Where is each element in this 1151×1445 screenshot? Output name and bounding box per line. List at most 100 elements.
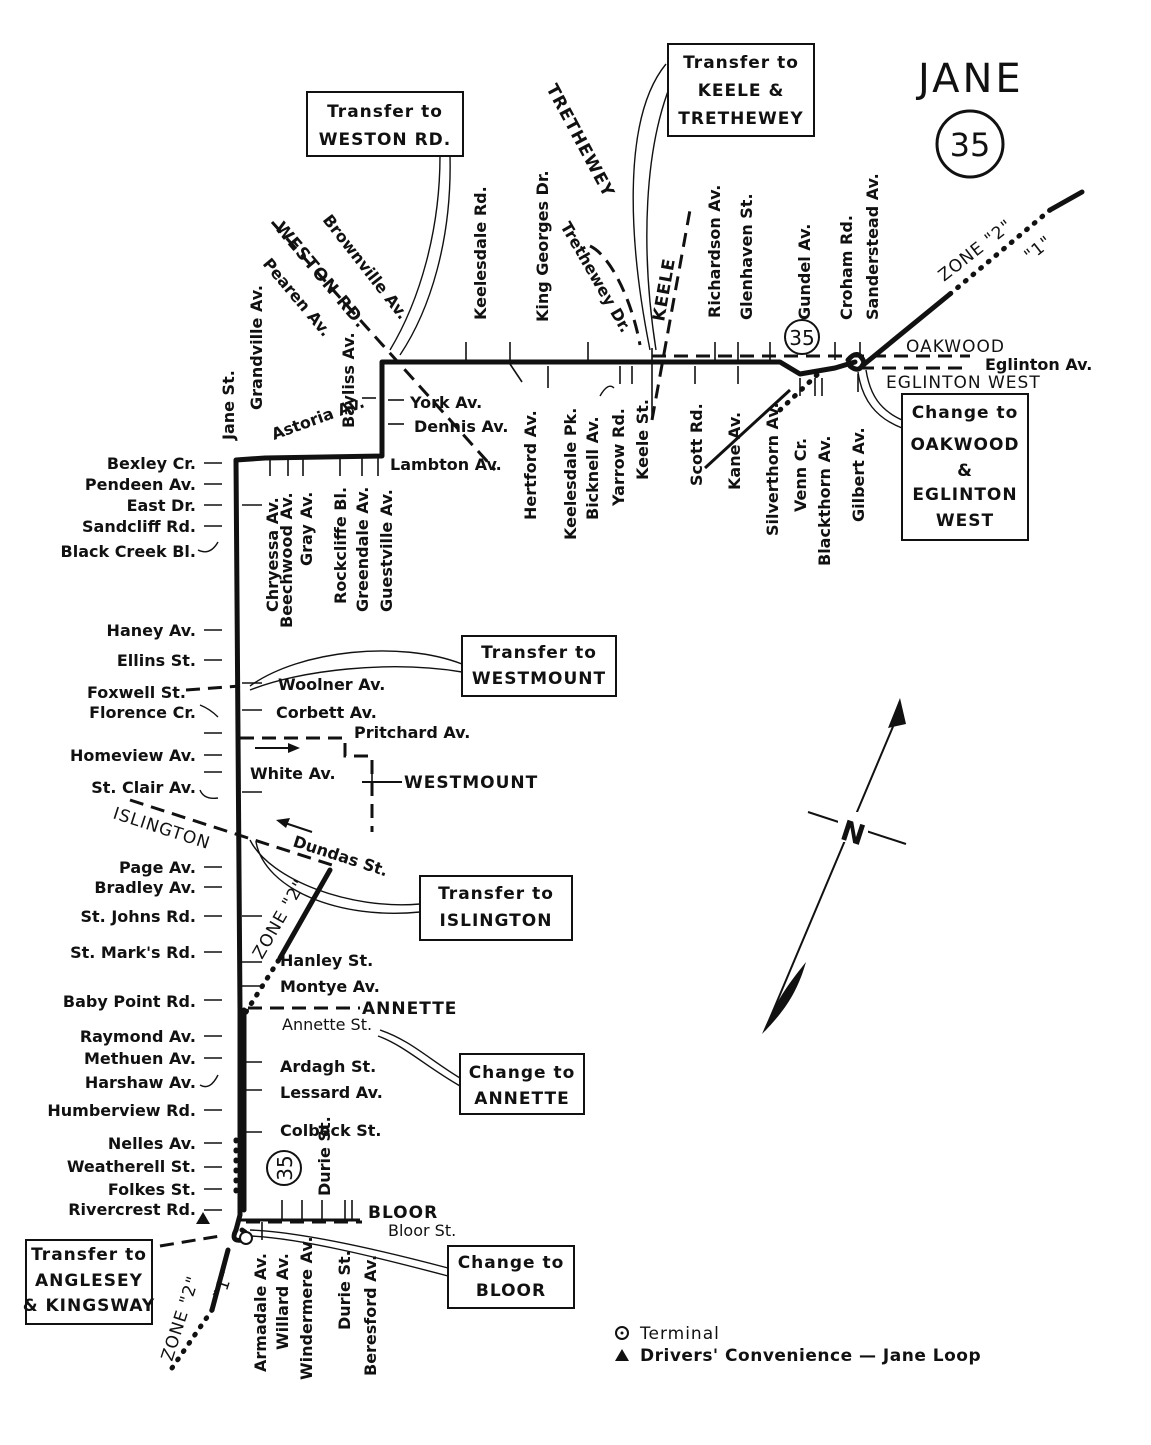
label-transfer-boxes-oakwood-2: &: [957, 461, 973, 481]
label-streets-top-10: Glenhaven St.: [737, 193, 756, 320]
legend-terminal: Terminal: [639, 1324, 720, 1344]
transfer-box-weston: Transfer to WESTON RD.: [306, 91, 464, 157]
label-streets-middle-0: York Av.: [409, 393, 482, 412]
label-streets-bottom-3: Windermere Av.: [297, 1236, 316, 1380]
drivers-convenience-icon: [196, 1212, 210, 1224]
label-streets-bottom-4: Durie St.: [335, 1250, 354, 1330]
label-transfer-boxes-anglesey-2: & KINGSWAY: [23, 1296, 156, 1316]
label-transfer-boxes-annette-0: Change to: [469, 1063, 576, 1083]
label-streets-middle-19: Blackthorn Av.: [815, 436, 834, 567]
top-ticks: [269, 342, 861, 476]
route-label-westmount: WESTMOUNT: [404, 773, 538, 793]
bottom-ticks: [240, 1200, 360, 1240]
label-streets-middle-17: Silverthorn Av.: [763, 402, 782, 536]
label-transfer-boxes-keele-2: TRETHEWEY: [678, 109, 803, 129]
label-transfer-boxes-westmount-0: Transfer to: [481, 643, 597, 663]
label-streets-middle-20: Gilbert Av.: [849, 427, 868, 522]
zone-label-ne-1: "1": [1021, 232, 1057, 266]
route-label-eglinton-west: EGLINTON WEST: [886, 373, 1041, 393]
label-transfer-boxes-bloor-1: BLOOR: [476, 1281, 546, 1301]
label-streets-west-20: Nelles Av.: [108, 1134, 196, 1153]
label-streets-top-3: Bayliss Av.: [339, 332, 358, 428]
label-streets-middle-16: Kane Av.: [725, 412, 744, 490]
label-streets-west-9: Homeview Av.: [70, 746, 196, 765]
label-transfer-boxes-keele-1: KEELE &: [698, 81, 785, 101]
label-transfer-boxes-oakwood-0: Change to: [912, 403, 1019, 423]
label-streets-top-7: King Georges Dr.: [533, 170, 552, 322]
label-streets-west-14: St. Mark's Rd.: [70, 943, 196, 962]
label-streets-west-17: Methuen Av.: [84, 1049, 196, 1068]
label-streets-west-10: St. Clair Av.: [91, 778, 196, 797]
label-streets-middle-2: Lambton Av.: [390, 455, 502, 474]
label-streets-top-0: Jane St.: [219, 370, 238, 441]
label-transfer-boxes-westmount-1: WESTMOUNT: [472, 669, 606, 689]
label-streets-west-11: Page Av.: [119, 858, 196, 877]
top-street-labels: Jane St. Grandville Av. Astoria Av. Bayl…: [219, 170, 882, 443]
zone-lines: [169, 189, 1085, 1371]
label-streets-top-1: Grandville Av.: [247, 285, 266, 410]
route-label-annette: ANNETTE: [362, 999, 457, 1019]
terminal-bloor-icon: [239, 1231, 253, 1245]
label-streets-top-12: Croham Rd.: [837, 215, 856, 320]
label-streets-east-8: Ardagh St.: [280, 1057, 376, 1076]
convenience-icon: [615, 1349, 629, 1361]
label-streets-middle-7: Rockcliffe Bl.: [331, 487, 350, 604]
label-streets-top-13: Sanderstead Av.: [863, 173, 882, 320]
label-streets-west-3: Sandcliff Rd.: [82, 517, 196, 536]
label-transfer-boxes-anglesey-0: Transfer to: [31, 1245, 147, 1265]
label-streets-middle-1: Dennis Av.: [414, 417, 509, 436]
label-transfer-boxes-oakwood-3: EGLINTON: [912, 485, 1017, 505]
label-streets-middle-4: Chryessa Av.: [263, 497, 282, 612]
bottom-street-labels: Bloor St. Armadale Av. Willard Av. Winde…: [251, 1221, 456, 1380]
label-streets-east-2: Pritchard Av.: [354, 723, 470, 742]
legend: Terminal Drivers' Convenience — Jane Loo…: [615, 1324, 981, 1366]
route-number: 35: [950, 126, 991, 164]
label-transfer-boxes-weston-1: WESTON RD.: [319, 130, 451, 150]
label-streets-west-4: Black Creek Bl.: [61, 542, 196, 561]
label-streets-east-6: Montye Av.: [280, 977, 380, 996]
legend-convenience: Drivers' Convenience — Jane Loop: [640, 1346, 981, 1366]
label-transfer-boxes-keele-0: Transfer to: [683, 53, 799, 73]
north-arrow: N: [762, 698, 907, 1034]
route-label-oakwood: OAKWOOD: [906, 337, 1005, 357]
label-streets-middle-10: Hertford Av.: [521, 410, 540, 520]
label-streets-middle-6: Gray Av.: [297, 492, 316, 566]
label-streets-west-13: St. Johns Rd.: [81, 907, 197, 926]
west-ticks: [204, 462, 262, 1211]
label-transfer-boxes-bloor-0: Change to: [458, 1253, 565, 1273]
label-streets-west-22: Folkes St.: [108, 1180, 196, 1199]
transfer-box-keele: Transfer to KEELE & TRETHEWEY: [667, 43, 815, 137]
label-route-number: 35: [273, 1155, 297, 1180]
label-streets-middle-11: Keelesdale Pk.: [561, 408, 580, 540]
label-transfer-boxes-weston-0: Transfer to: [327, 102, 443, 122]
route-badge-jane: 35: [266, 1150, 302, 1186]
west-street-labels: Bexley Cr. Pendeen Av. East Dr. Sandclif…: [47, 454, 196, 1219]
label-transfer-boxes-oakwood-1: OAKWOOD: [910, 435, 1019, 455]
change-box-annette: Change to ANNETTE: [459, 1053, 585, 1115]
label-streets-west-2: East Dr.: [127, 496, 196, 515]
label-transfer-boxes-annette-1: ANNETTE: [474, 1089, 569, 1109]
label-streets-east-3: White Av.: [250, 764, 336, 783]
label-streets-west-1: Pendeen Av.: [85, 475, 196, 494]
label-streets-top-5: Brownville Av.: [319, 211, 413, 323]
label-streets-west-6: Ellins St.: [117, 651, 196, 670]
route-label-bloor: BLOOR: [368, 1203, 438, 1223]
connecting-routes: [129, 209, 970, 1248]
label-streets-middle-13: Yarrow Rd.: [609, 408, 628, 507]
label-streets-bottom-0: Bloor St.: [388, 1221, 456, 1240]
zone-label-sw-1: "1": [210, 1267, 238, 1301]
label-streets-west-5: Haney Av.: [107, 621, 196, 640]
label-streets-west-18: Harshaw Av.: [85, 1073, 196, 1092]
route-badge-eglinton: 35: [784, 319, 820, 355]
label-streets-east-10: Colbeck St.: [280, 1121, 381, 1140]
label-transfer-boxes-islington-0: Transfer to: [438, 884, 554, 904]
label-streets-east-1: Corbett Av.: [276, 703, 377, 722]
label-streets-bottom-5: Beresford Av.: [361, 1255, 380, 1376]
label-streets-middle-3: Eglinton Av.: [985, 355, 1092, 374]
label-streets-top-6: Keelesdale Rd.: [471, 186, 490, 320]
label-streets-bottom-2: Willard Av.: [273, 1253, 292, 1350]
terminal-markers: [196, 1212, 253, 1245]
change-box-bloor: Change to BLOOR: [447, 1245, 575, 1309]
label-streets-west-16: Raymond Av.: [80, 1027, 196, 1046]
label-streets-west-23: Rivercrest Rd.: [68, 1200, 196, 1219]
